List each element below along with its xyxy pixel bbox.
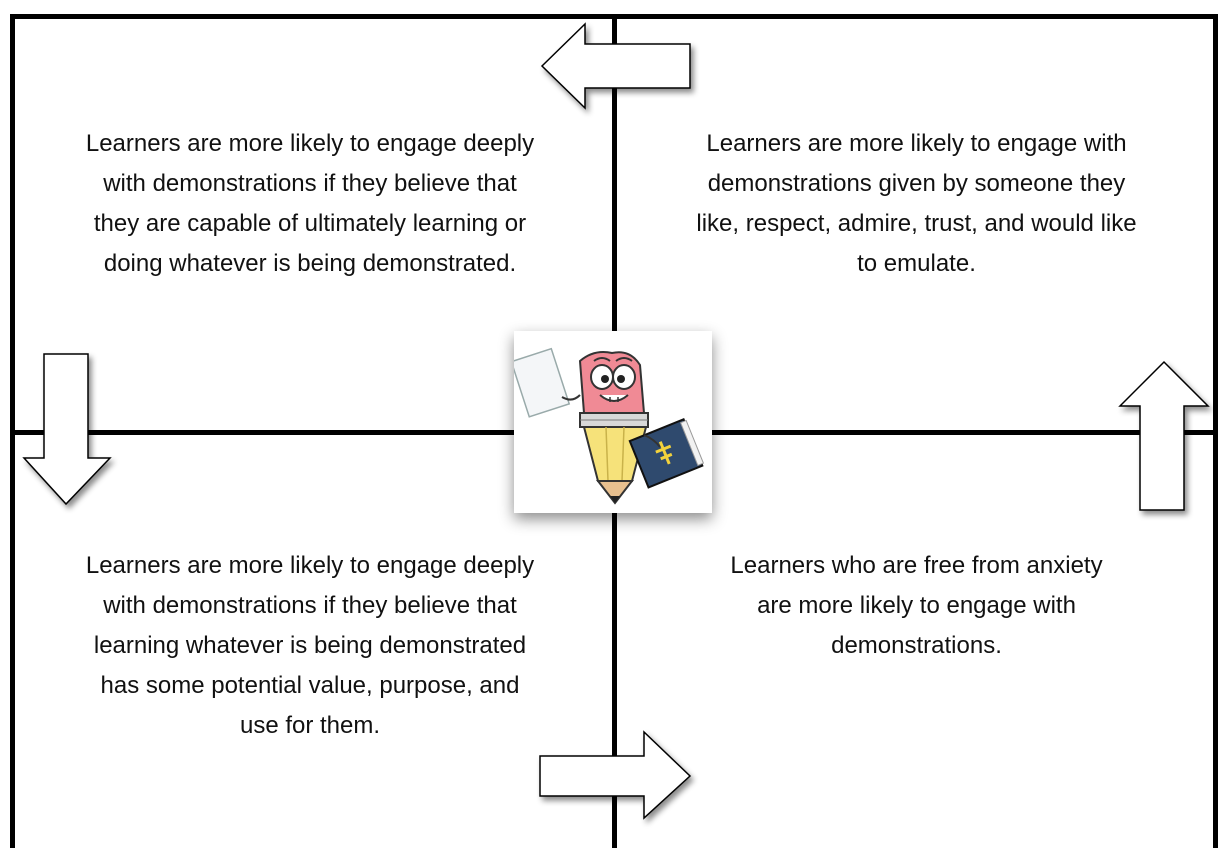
arrow-left-icon [540,22,691,110]
quadrant-top-left-text: Learners are more likely to engage deepl… [85,130,535,277]
quadrant-top-right-text: Learners are more likely to engage with … [696,130,1137,277]
arrow-up-icon [1118,360,1210,511]
arrow-down-icon [22,353,112,506]
arrow-right-icon [539,730,692,820]
quadrant-bottom-left-text: Learners are more likely to engage deepl… [85,552,535,739]
pencil-mascot-with-book-icon [510,347,705,505]
pencil-mascot-image [510,331,712,513]
quadrant-bottom-right-text: Learners who are free from anxiety are m… [730,552,1103,659]
